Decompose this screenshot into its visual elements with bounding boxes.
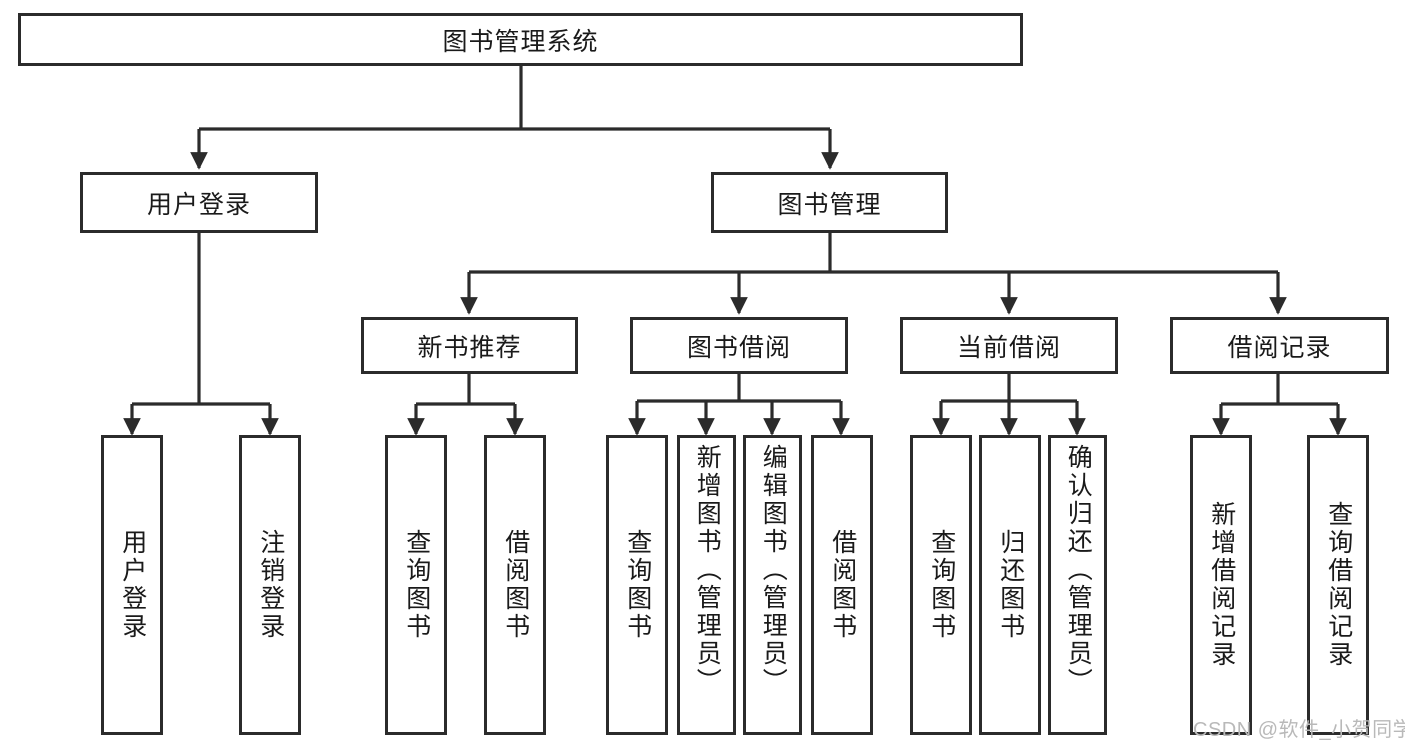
leaf-label: 查询图书 xyxy=(927,529,956,641)
leaf-label: 新增图书（管理员） xyxy=(693,444,722,696)
leaf-label: 注销登录 xyxy=(256,529,285,641)
leaf-query-book-current[interactable]: 查询图书 xyxy=(910,435,972,735)
leaf-label: 用户登录 xyxy=(118,529,147,641)
node-label: 图书借阅 xyxy=(686,333,791,362)
leaf-query-borrow-record[interactable]: 查询借阅记录 xyxy=(1307,435,1369,735)
node-label: 图书管理 xyxy=(777,190,882,219)
node-book-management[interactable]: 图书管理 xyxy=(711,172,948,233)
node-label: 借阅记录 xyxy=(1227,333,1332,362)
leaf-query-book-recommend[interactable]: 查询图书 xyxy=(385,435,447,735)
node-label: 当前借阅 xyxy=(956,333,1061,362)
leaf-borrow-book-recommend[interactable]: 借阅图书 xyxy=(484,435,546,735)
leaf-logout[interactable]: 注销登录 xyxy=(239,435,301,735)
leaf-borrow-book[interactable]: 借阅图书 xyxy=(811,435,873,735)
leaf-label: 查询借阅记录 xyxy=(1324,501,1353,669)
csdn-watermark: CSDN @软件_小贺同学 xyxy=(1193,719,1405,741)
leaf-label: 归还图书 xyxy=(996,529,1025,641)
leaf-add-book-admin[interactable]: 新增图书（管理员） xyxy=(677,435,736,735)
leaf-confirm-return-admin[interactable]: 确认归还（管理员） xyxy=(1048,435,1107,735)
node-current-borrow[interactable]: 当前借阅 xyxy=(900,317,1118,374)
leaf-label: 新增借阅记录 xyxy=(1207,501,1236,669)
leaf-label: 编辑图书（管理员） xyxy=(759,444,788,696)
leaf-label: 查询图书 xyxy=(402,529,431,641)
leaf-add-borrow-record[interactable]: 新增借阅记录 xyxy=(1190,435,1252,735)
leaf-label: 确认归还（管理员） xyxy=(1064,444,1093,696)
node-borrow-record[interactable]: 借阅记录 xyxy=(1170,317,1389,374)
node-user-login[interactable]: 用户登录 xyxy=(80,172,318,233)
node-new-book-recommend[interactable]: 新书推荐 xyxy=(361,317,578,374)
leaf-return-book[interactable]: 归还图书 xyxy=(979,435,1041,735)
leaf-edit-book-admin[interactable]: 编辑图书（管理员） xyxy=(743,435,802,735)
node-label: 用户登录 xyxy=(146,190,251,219)
leaf-label: 借阅图书 xyxy=(501,529,530,641)
node-root-book-management-system[interactable]: 图书管理系统 xyxy=(18,13,1023,66)
leaf-label: 借阅图书 xyxy=(828,529,857,641)
node-label: 图书管理系统 xyxy=(442,27,599,56)
node-label: 新书推荐 xyxy=(417,333,522,362)
node-book-borrow[interactable]: 图书借阅 xyxy=(630,317,848,374)
leaf-user-login[interactable]: 用户登录 xyxy=(101,435,163,735)
leaf-label: 查询图书 xyxy=(623,529,652,641)
leaf-query-book-borrow[interactable]: 查询图书 xyxy=(606,435,668,735)
